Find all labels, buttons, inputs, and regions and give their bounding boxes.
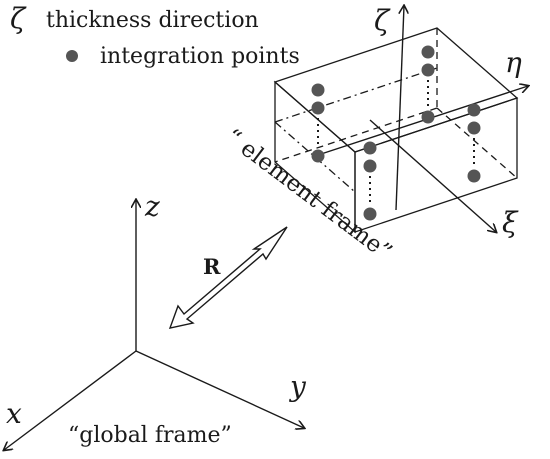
integration-point — [421, 63, 435, 77]
zeta-axis-arrow — [395, 6, 404, 211]
legend-zeta-symbol: ζ — [10, 2, 27, 35]
xi-axis-arrow — [369, 119, 496, 232]
point-column-front-left — [311, 83, 325, 163]
integration-point — [467, 103, 481, 117]
box-right-face — [354, 97, 518, 233]
zeta-axis-label: ζ — [374, 4, 391, 37]
y-axis-arrow — [135, 350, 304, 428]
eta-axis-label: η — [505, 46, 522, 79]
rotation-double-arrow — [168, 226, 288, 329]
integration-points — [311, 45, 481, 221]
y-axis-label: y — [288, 370, 307, 403]
box-midplane-left — [274, 67, 438, 123]
integration-point — [467, 121, 481, 135]
integration-point — [421, 110, 435, 124]
x-axis-arrow — [4, 350, 137, 450]
box-top-face — [273, 27, 519, 153]
integration-point — [363, 141, 377, 155]
integration-point — [311, 83, 325, 97]
integration-point — [421, 45, 435, 59]
point-column-front-right — [363, 141, 377, 221]
rotation-label: R — [203, 254, 221, 279]
integration-point — [363, 207, 377, 221]
legend: ζ thickness direction integration points — [10, 2, 300, 69]
legend-thickness-label: thickness direction — [46, 8, 259, 33]
z-axis-label: z — [144, 190, 160, 223]
legend-point-marker — [66, 50, 78, 62]
integration-point — [467, 169, 481, 183]
point-column-back-right — [467, 103, 481, 183]
rotation-arrow-shape — [168, 226, 288, 329]
legend-points-label: integration points — [100, 44, 300, 69]
integration-point — [311, 101, 325, 115]
box-hidden-edge-right — [436, 107, 518, 179]
global-frame-label: “global frame” — [68, 423, 232, 448]
integration-point — [363, 159, 377, 173]
x-axis-label: x — [6, 397, 22, 430]
global-axes — [4, 200, 304, 450]
xi-axis-label: ξ — [502, 206, 519, 239]
element-box — [273, 27, 519, 234]
box-hidden-edge-left — [274, 107, 438, 163]
integration-point — [311, 149, 325, 163]
point-column-back-left — [421, 45, 435, 124]
